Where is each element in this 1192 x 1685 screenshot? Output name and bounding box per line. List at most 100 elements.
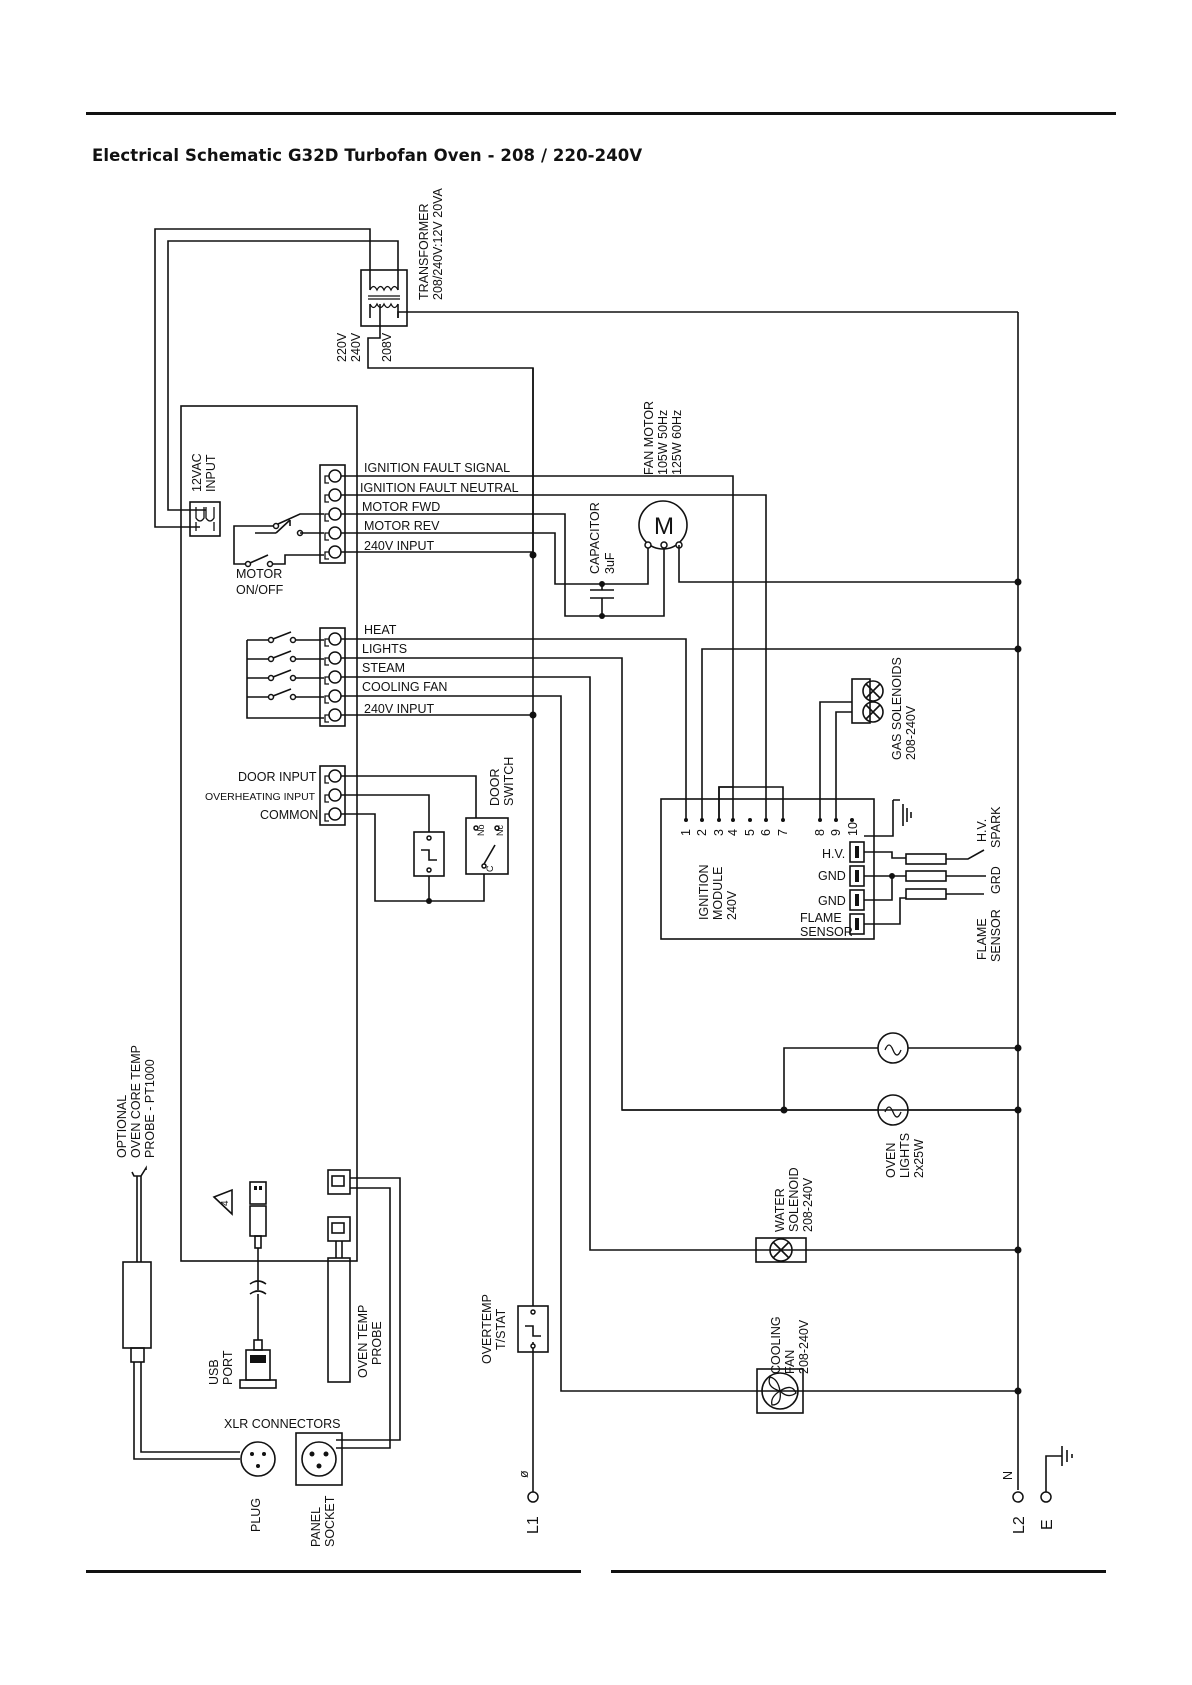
note-4-marker	[212, 1188, 233, 1216]
hv-spark-line1: H.V.	[975, 819, 989, 842]
oven-lights-line3: 2x25W	[912, 1139, 926, 1178]
fan-motor	[638, 500, 1018, 583]
transformer	[360, 269, 408, 327]
gas-solenoids	[819, 678, 884, 820]
wire-12v-b	[167, 240, 399, 511]
wire-pin7	[766, 786, 784, 820]
door-switch	[465, 817, 509, 875]
term-ignition-fault-neutral: IGNITION FAULT NEUTRAL	[360, 481, 519, 495]
note-4-label: 4	[220, 1200, 231, 1206]
core-probe-line3: PROBE - PT1000	[143, 1059, 157, 1158]
overtemp-thermostat	[517, 1305, 549, 1353]
usb-port-line1: USB	[207, 1359, 221, 1385]
xlr-socket-line1: PANEL	[309, 1507, 323, 1547]
pin-10: 10	[846, 822, 860, 836]
wire-common	[341, 813, 485, 902]
wire-cooling-fan	[341, 695, 1018, 1392]
junction-n-5	[1014, 1246, 1022, 1254]
capacitor	[590, 545, 649, 619]
gas-solenoids-voltage: 208-240V	[904, 705, 918, 760]
term-ignition-fault-signal: IGNITION FAULT SIGNAL	[364, 461, 510, 475]
page-title: Electrical Schematic G32D Turbofan Oven …	[92, 146, 643, 165]
wire-motor-fwd	[341, 513, 665, 617]
term-steam: STEAM	[362, 661, 405, 675]
wire-motor-rev	[341, 532, 600, 585]
pin-6: 6	[759, 829, 773, 836]
door-switch-c: C	[485, 865, 495, 872]
output-relay-switches	[246, 631, 324, 719]
cooling-fan	[756, 1368, 804, 1414]
junction-n-1	[1014, 578, 1022, 586]
pin-4: 4	[726, 829, 740, 836]
ignition-gnd1-label: GND	[818, 869, 846, 883]
12vac-label: 12VAC	[190, 453, 204, 492]
capacitor-value: 3uF	[603, 552, 617, 574]
tap-240v-label: 240V	[349, 332, 363, 362]
module-earth-symbol	[864, 799, 912, 837]
xlr-connectors-label: XLR CONNECTORS	[224, 1417, 340, 1431]
wire-neutral-ignition	[701, 648, 1018, 820]
wire-ignition-fault-neutral	[341, 494, 767, 820]
term-overheating-input: OVERHEATING INPUT	[205, 791, 316, 803]
fan-motor-50hz: 105W 50Hz	[656, 410, 670, 475]
motor-onoff-line2: ON/OFF	[236, 583, 284, 597]
pin-3: 3	[712, 829, 726, 836]
core-probe-line1: OPTIONAL	[115, 1095, 129, 1158]
wire-pin3-4-link	[718, 786, 733, 820]
ignition-sensor-label: SENSOR	[800, 925, 853, 939]
core-probe-connector	[327, 1169, 351, 1195]
door-switch-label-1: DOOR	[488, 769, 502, 807]
core-probe-line2: OVEN CORE TEMP	[129, 1045, 143, 1158]
pin-1: 1	[679, 829, 693, 836]
fan-motor-60hz: 125W 60Hz	[670, 410, 684, 475]
oven-lights-line1: OVEN	[884, 1143, 898, 1178]
fan-motor-symbol: M	[654, 513, 674, 540]
ignition-module-label-2: MODULE	[711, 867, 725, 920]
ignition-module-label-1: IGNITION	[697, 864, 711, 920]
pin-2: 2	[695, 829, 709, 836]
ignition-module	[660, 798, 875, 940]
wire-steam	[341, 676, 1018, 1251]
overtemp-line2: T/STAT	[494, 1308, 508, 1350]
footer-rule-right	[611, 1570, 1106, 1573]
footer-rule-left	[86, 1570, 581, 1573]
ignition-module-label-3: 240V	[725, 890, 739, 920]
12vac-input-connector	[189, 501, 221, 537]
mid-terminal-block	[319, 627, 346, 727]
supply-terminals	[527, 1446, 1073, 1503]
term-cooling-fan: COOLING FAN	[362, 680, 447, 694]
flame-sensor-line2: SENSOR	[989, 909, 1003, 962]
oven-temp-probe-line1: OVEN TEMP	[356, 1305, 370, 1378]
xlr-plug-label: PLUG	[249, 1498, 263, 1532]
grd-label: GRD	[989, 866, 1003, 894]
term-motor-fwd: MOTOR FWD	[362, 500, 440, 514]
header-rule	[86, 112, 1116, 115]
capacitor-label: CAPACITOR	[588, 502, 602, 574]
spark-leads	[864, 849, 986, 925]
gas-solenoids-label: GAS SOLENOIDS	[890, 657, 904, 760]
water-solenoid	[755, 1237, 807, 1263]
controller-board	[180, 405, 358, 1262]
door-switch-no: No	[476, 824, 486, 836]
cooling-fan-line3: 208-240V	[797, 1319, 811, 1374]
term-motor-rev: MOTOR REV	[364, 519, 440, 533]
oven-temp-probe-line2: PROBE	[370, 1321, 384, 1365]
flame-sensor-line1: FLAME	[975, 918, 989, 960]
water-solenoid-line1: WATER	[773, 1188, 787, 1232]
transformer-label: TRANSFORMER	[417, 203, 431, 300]
xlr-panel-socket	[295, 1177, 401, 1486]
tap-220v-label: 220V	[335, 332, 349, 362]
l1-phase-symbol: ø	[517, 1470, 531, 1478]
earth-label: E	[1039, 1519, 1056, 1530]
ignition-hv-label: H.V.	[822, 847, 845, 861]
transformer-rating: 208/240V:12V 20VA	[431, 187, 445, 300]
door-switch-label-2: SWITCH	[502, 757, 516, 806]
pin-7: 7	[776, 829, 790, 836]
oven-lights-line2: LIGHTS	[898, 1133, 912, 1178]
overheat-thermostat	[413, 831, 445, 877]
motor-onoff-line1: MOTOR	[236, 567, 282, 581]
water-solenoid-line3: 208-240V	[801, 1177, 815, 1232]
oven-temp-probe	[327, 1216, 351, 1383]
